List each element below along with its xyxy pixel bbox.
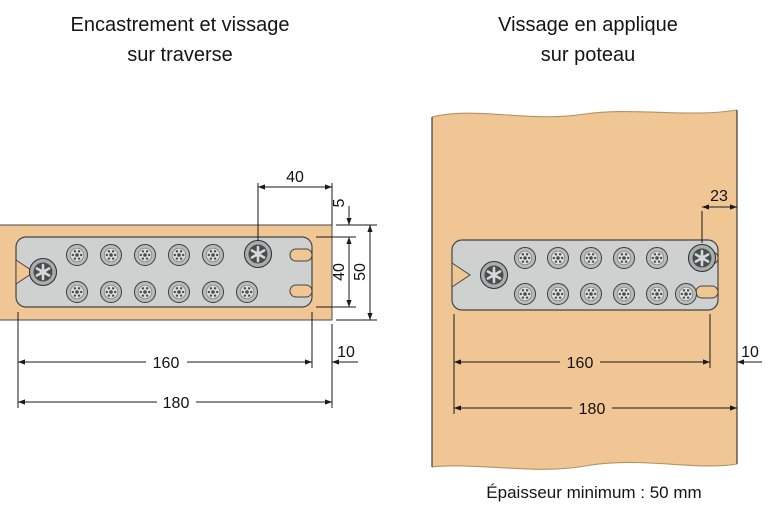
minimum-thickness-note: Épaisseur minimum : 50 mm [486,483,702,502]
screw-icon [547,247,569,269]
torx-screw-icon [687,243,717,273]
screw-icon [134,281,156,303]
screw-icon [580,283,602,305]
screw-icon [580,247,602,269]
plate-slot [289,284,313,298]
plate-slot [289,248,313,262]
screw-icon [514,283,536,305]
right-dimensions: 23 160 10 180 [453,188,762,418]
screw-icon [646,283,668,305]
left-diagram: 40 5 40 50 [0,169,377,412]
right-title-line2: sur poteau [540,44,636,66]
dim-end-offset: 10 [337,344,355,361]
screw-icon [236,281,258,303]
screw-icon [168,244,190,266]
screw-icon [100,281,122,303]
torx-screw-icon [479,260,509,290]
post-bottom-grain-edge [431,461,738,470]
dim-hole-span: 160 [153,355,180,372]
plate-slot [695,285,719,299]
left-title-line1: Encastrement et vissage [70,14,290,36]
dim-recess-depth: 5 [331,198,348,207]
dim-end-offset: 10 [741,344,759,361]
right-diagram-title: Vissage en applique sur poteau [438,10,738,70]
screw-icon [66,244,88,266]
dim-plate-height: 40 [331,263,348,281]
right-title-line1: Vissage en applique [498,14,678,36]
dim-plate-length: 180 [163,395,190,412]
screw-icon [646,247,668,269]
screw-icon [675,283,697,305]
screw-icon [613,283,635,305]
left-diagram-title: Encastrement et vissage sur traverse [30,10,330,70]
dim-screw-to-edge: 23 [710,188,728,205]
left-dimensions: 40 5 40 50 [17,169,377,412]
dim-plate-length: 180 [579,401,606,418]
screw-icon [514,247,536,269]
dim-screw-to-edge: 40 [286,169,304,186]
screw-icon [547,283,569,305]
screw-icon [613,247,635,269]
screw-icon [202,281,224,303]
right-diagram: 23 160 10 180 [431,109,762,470]
plate-left-notch [15,259,35,285]
left-title-line2: sur traverse [127,44,233,66]
post-top-grain-edge [431,109,738,118]
torx-screw-icon [28,257,58,287]
screw-icon [202,244,224,266]
torx-screw-icon [243,239,273,269]
screw-icon [168,281,190,303]
screw-icon [134,244,156,266]
screw-icon [66,281,88,303]
screw-icon [100,244,122,266]
dim-beam-height: 50 [352,263,369,281]
dim-hole-span: 160 [567,355,594,372]
plate-left-notch [451,262,471,288]
